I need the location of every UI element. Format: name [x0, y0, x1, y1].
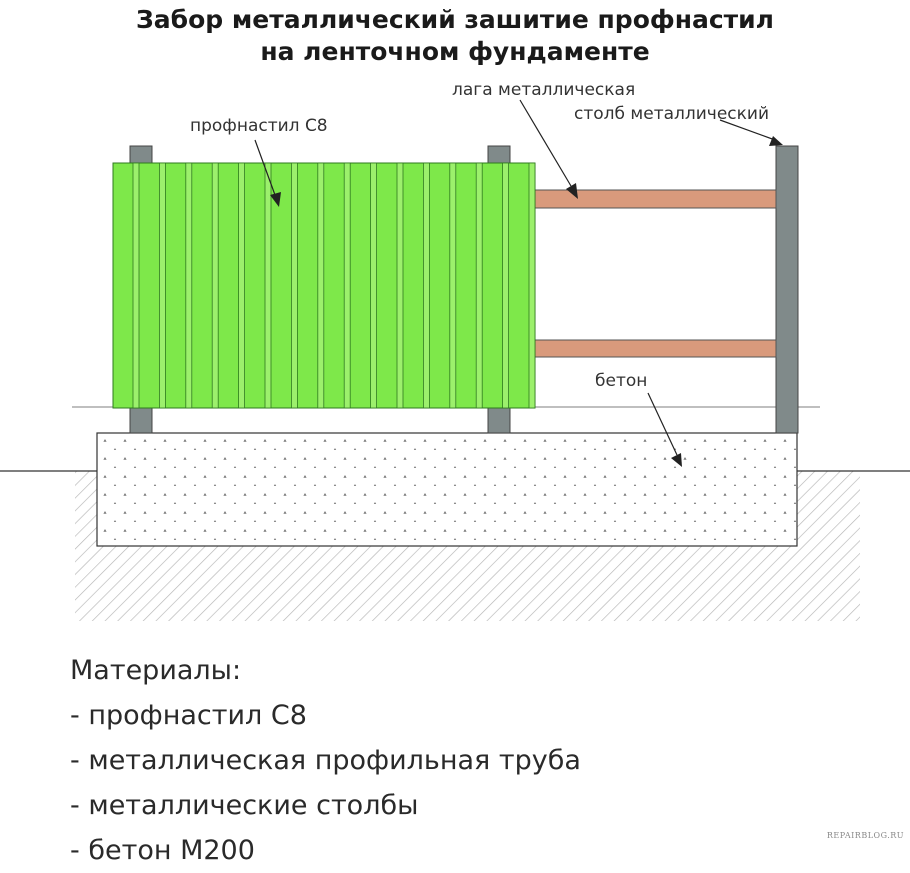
materials-item: - бетон М200 [70, 835, 255, 866]
profnastil-rib [264, 162, 272, 409]
profnastil-rib [211, 162, 219, 409]
fence-diagram: профнастил С8 лага металлическая столб м… [0, 80, 910, 621]
watermark: REPAIRBLOG.RU [826, 831, 904, 840]
profnastil-rib [475, 162, 483, 409]
materials-item: - металлическая профильная труба [70, 745, 581, 776]
rail-top [509, 189, 777, 209]
profnastil-rib [317, 162, 325, 409]
materials-list: Материалы: - профнастил С8 - металлическ… [70, 648, 581, 873]
concrete-dots [98, 434, 796, 545]
materials-item: - металлические столбы [70, 790, 419, 821]
label-beton: бетон [595, 371, 647, 391]
post-right [775, 145, 799, 434]
title-line-1: Забор металлический зашитие профнастил [136, 5, 774, 34]
profnastil-rib [370, 162, 378, 409]
leader-beton [647, 392, 682, 467]
rail-bottom [509, 339, 777, 358]
profnastil-rib [185, 162, 193, 409]
page-title: Забор металлический зашитие профнастил н… [0, 4, 910, 68]
label-stolb: столб металлический [574, 104, 769, 124]
profnastil-sheet [112, 162, 536, 409]
leader-profnastil [254, 139, 281, 207]
materials-heading: Материалы: [70, 655, 242, 686]
profnastil-rib [396, 162, 404, 409]
profnastil-rib [238, 162, 246, 409]
profnastil-rib [528, 162, 536, 409]
profnastil-rib [343, 162, 351, 409]
profnastil-rib [158, 162, 166, 409]
profnastil-rib [502, 162, 510, 409]
label-laga: лага металлическая [452, 80, 635, 100]
materials-item: - профнастил С8 [70, 700, 307, 731]
title-line-2: на ленточном фундаменте [260, 37, 650, 66]
label-profnastil: профнастил С8 [190, 116, 328, 136]
leader-laga [519, 99, 578, 199]
leader-stolb [719, 119, 783, 146]
profnastil-rib [132, 162, 140, 409]
profnastil-rib [449, 162, 457, 409]
profnastil-rib [290, 162, 298, 409]
profnastil-rib [422, 162, 430, 409]
